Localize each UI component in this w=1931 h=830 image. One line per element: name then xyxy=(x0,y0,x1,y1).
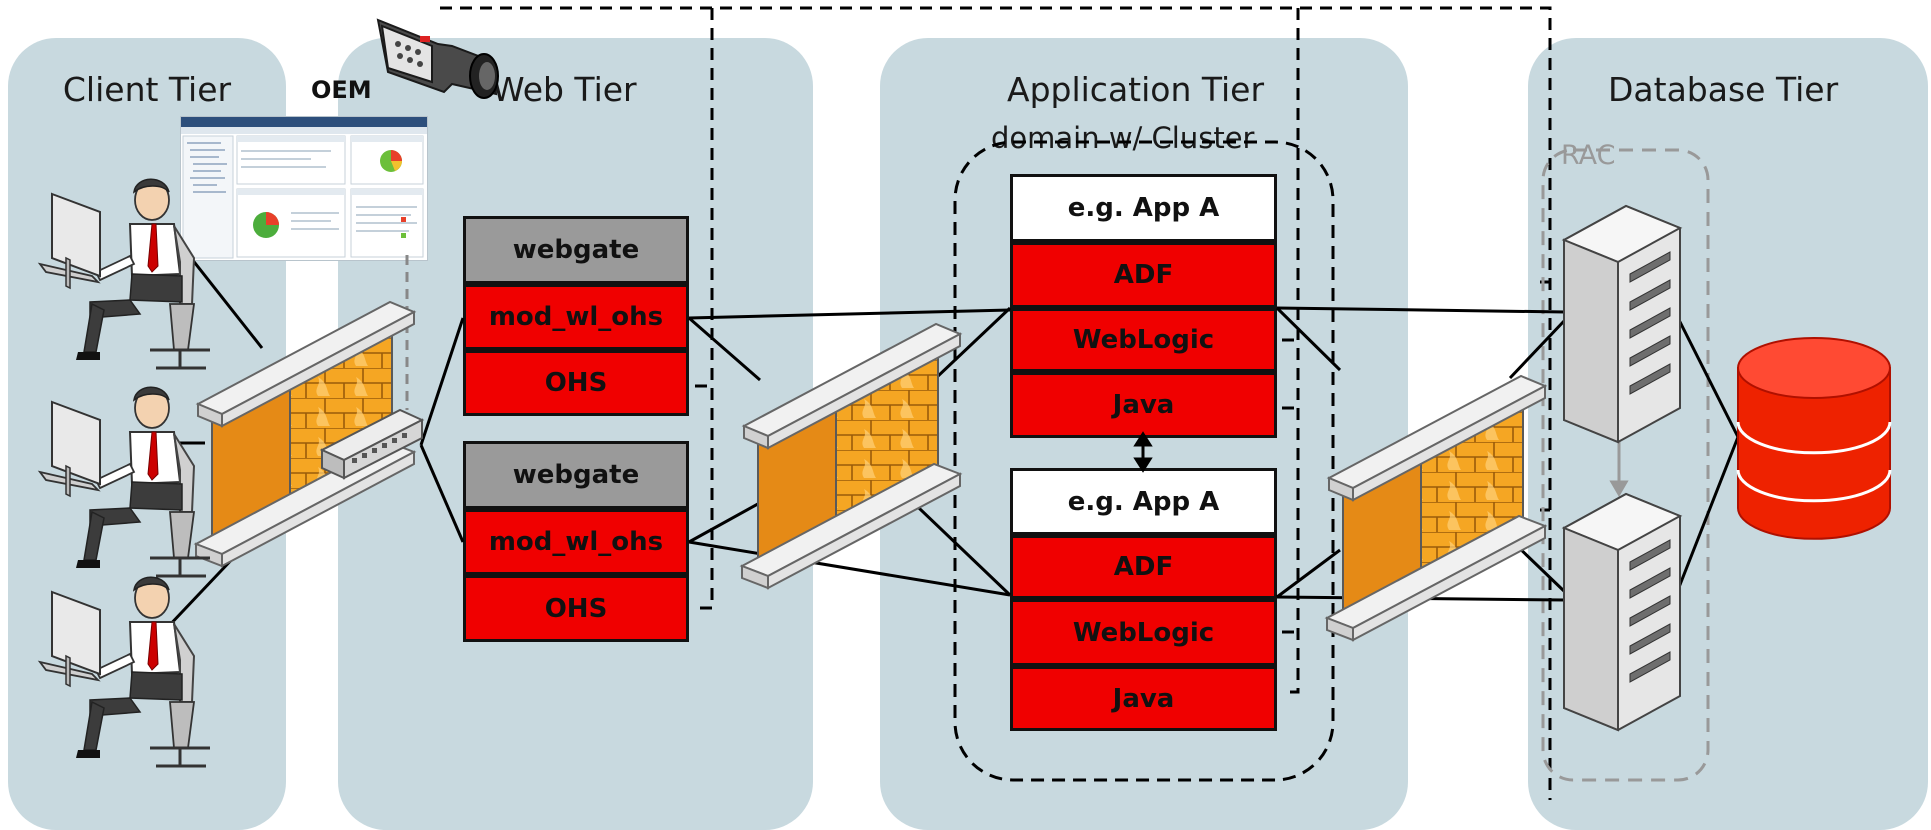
oem-monitoring-lines xyxy=(440,6,1552,800)
application-tier-title: Application Tier xyxy=(1007,70,1265,109)
rac-boundary xyxy=(1541,148,1710,782)
network-connections xyxy=(163,224,1740,632)
weblogic-box: WebLogic xyxy=(1010,308,1277,372)
cluster-replication-arrow xyxy=(1133,431,1153,473)
server-tower-icon xyxy=(1563,493,1681,731)
ohs-box: OHS xyxy=(463,350,689,416)
domain-cluster-label: domain w/ Cluster xyxy=(987,121,1259,155)
web-tier-title: Web Tier xyxy=(492,70,637,109)
video-camera-icon xyxy=(376,18,499,99)
network-switch-icon xyxy=(319,408,425,480)
oem-console-screenshot xyxy=(180,116,428,261)
ohs-box: OHS xyxy=(463,575,689,642)
client-tier-title: Client Tier xyxy=(62,70,232,109)
rac-label: RAC xyxy=(1558,140,1619,171)
adf-box: ADF xyxy=(1010,242,1277,308)
user-at-computer-icon xyxy=(38,177,212,370)
weblogic-box: WebLogic xyxy=(1010,599,1277,666)
user-at-computer-icon xyxy=(38,575,212,768)
mod-wl-ohs-box: mod_wl_ohs xyxy=(463,284,689,350)
firewall-icon xyxy=(741,323,961,589)
webgate-box: webgate xyxy=(463,216,689,284)
app-box: e.g. App A xyxy=(1010,174,1277,242)
database-tier-title: Database Tier xyxy=(1608,70,1839,109)
java-box: Java xyxy=(1010,666,1277,731)
mod-wl-ohs-box: mod_wl_ohs xyxy=(463,509,689,575)
domain-cluster-boundary xyxy=(953,140,1335,782)
server-tower-icon xyxy=(1563,205,1681,443)
oem-label: OEM xyxy=(311,76,372,104)
adf-box: ADF xyxy=(1010,535,1277,599)
user-at-computer-icon xyxy=(38,385,212,578)
database-icon xyxy=(1736,337,1892,540)
webgate-box: webgate xyxy=(463,441,689,509)
